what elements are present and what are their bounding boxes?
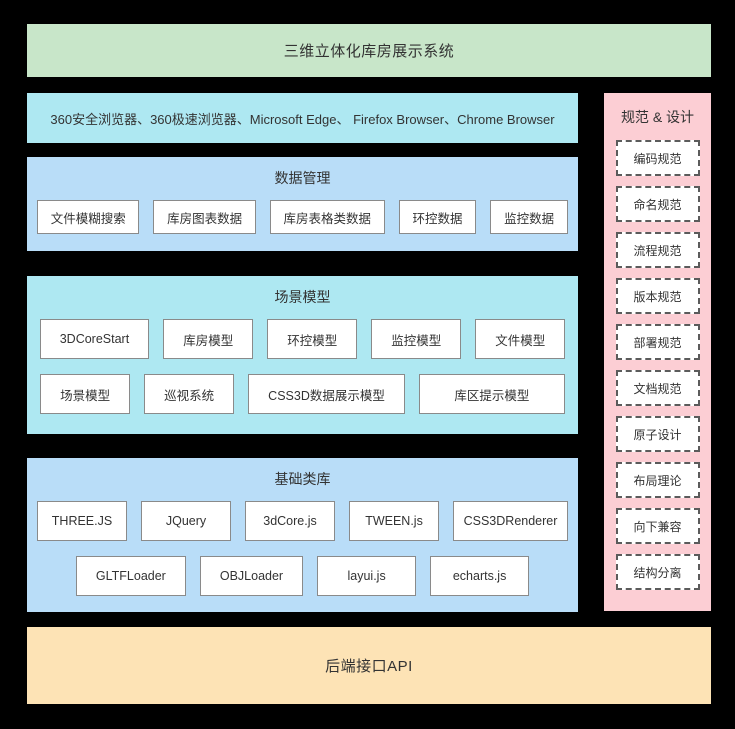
module-box: 3dCore.js <box>245 501 335 541</box>
spec-item: 版本规范 <box>615 278 700 314</box>
module-box: TWEEN.js <box>349 501 439 541</box>
supported-browsers-bar: 360安全浏览器、360极速浏览器、Microsoft Edge、 Firefo… <box>27 93 578 143</box>
section-rows: 3DCoreStart 库房模型环控模型监控模型文件模型场景模型巡视系统 CSS3D… <box>37 319 568 414</box>
spec-item: 编码规范 <box>615 140 700 176</box>
module-box: OBJLoader <box>199 556 304 596</box>
backend-api-label: 后端接口API <box>325 658 413 675</box>
spec-item: 命名规范 <box>615 186 700 222</box>
module-box: 巡视系统 <box>144 374 235 414</box>
module-row: GLTFLoader OBJLoader layui.js echarts.js <box>37 556 568 596</box>
section-data-management: 数据管理 文件模糊搜索库房图表数据库房表格类数据环控数据监控数据 <box>27 157 578 251</box>
spec-design-title: 规范 & 设计 <box>620 109 695 125</box>
section-title: 数据管理 <box>274 170 331 186</box>
module-box: 库房图表数据 <box>153 200 256 234</box>
spec-item: 布局理论 <box>615 462 700 498</box>
module-box: 监控模型 <box>371 319 462 359</box>
spec-item: 流程规范 <box>615 232 700 268</box>
section-title: 基础类库 <box>274 471 331 487</box>
section-rows: THREE.JS JQuery 3dCore.js TWEEN.js CSS3DRend… <box>37 501 568 596</box>
main-column: 360安全浏览器、360极速浏览器、Microsoft Edge、 Firefo… <box>27 93 578 612</box>
module-box: 环控数据 <box>398 200 477 234</box>
module-box: GLTFLoader <box>75 556 186 596</box>
module-box: 文件模型 <box>475 319 566 359</box>
spec-item: 向下兼容 <box>615 508 700 544</box>
module-box: CSS3D数据展示模型 <box>248 374 405 414</box>
module-box: 场景模型 <box>40 374 131 414</box>
system-title-banner: 三维立体化库房展示系统 <box>27 24 711 77</box>
section-base-libraries: 基础类库 THREE.JS JQuery 3dCore.js TWEEN.js CSS3… <box>27 458 578 612</box>
spec-item-list: 编码规范命名规范流程规范版本规范部署规范文档规范原子设计布局理论向下兼容结构分离 <box>615 140 700 590</box>
module-box: 库房模型 <box>163 319 254 359</box>
module-box: CSS3DRenderer <box>453 501 568 541</box>
spec-item: 原子设计 <box>615 416 700 452</box>
section-rows: 文件模糊搜索库房图表数据库房表格类数据环控数据监控数据 <box>37 200 568 234</box>
module-box: 监控数据 <box>490 200 568 234</box>
module-box: echarts.js <box>430 556 530 596</box>
module-row: 场景模型巡视系统 CSS3D数据展示模型库区提示模型 <box>37 374 568 414</box>
module-box: 环控模型 <box>267 319 358 359</box>
system-title: 三维立体化库房展示系统 <box>283 43 455 60</box>
module-row: 3DCoreStart 库房模型环控模型监控模型文件模型 <box>37 319 568 359</box>
backend-api-banner: 后端接口API <box>27 627 711 704</box>
module-box: 库区提示模型 <box>418 374 565 414</box>
spec-item: 文档规范 <box>615 370 700 406</box>
spec-item: 结构分离 <box>615 554 700 590</box>
module-box: JQuery <box>141 501 231 541</box>
supported-browsers-text: 360安全浏览器、360极速浏览器、Microsoft Edge、 Firefo… <box>50 111 555 127</box>
section-title: 场景模型 <box>274 289 331 305</box>
module-box: 文件模糊搜索 <box>37 200 140 234</box>
module-box: layui.js <box>317 556 417 596</box>
module-row: THREE.JS JQuery 3dCore.js TWEEN.js CSS3DRend… <box>37 501 568 541</box>
diagram-body: 360安全浏览器、360极速浏览器、Microsoft Edge、 Firefo… <box>27 93 711 612</box>
module-row: 文件模糊搜索库房图表数据库房表格类数据环控数据监控数据 <box>37 200 568 234</box>
module-box: THREE.JS <box>37 501 127 541</box>
module-box: 3DCoreStart <box>39 319 150 359</box>
spec-design-panel: 规范 & 设计 编码规范命名规范流程规范版本规范部署规范文档规范原子设计布局理论… <box>604 93 711 611</box>
module-box: 库房表格类数据 <box>269 200 385 234</box>
spec-item: 部署规范 <box>615 324 700 360</box>
